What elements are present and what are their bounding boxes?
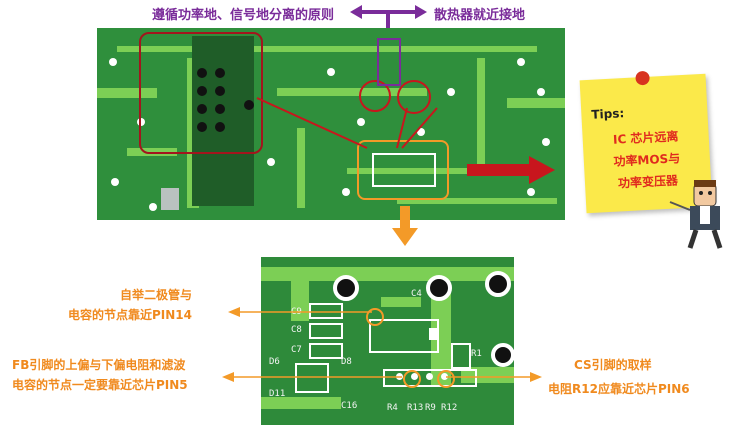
pcb-hole (426, 275, 452, 301)
pcb-hole (244, 100, 254, 110)
pcb-pad (542, 138, 550, 146)
pushpin-icon (635, 70, 650, 86)
ground-node-highlight (397, 80, 431, 114)
ic-highlight (357, 140, 449, 200)
pin14-highlight (366, 308, 384, 326)
note-cs-line1: CS引脚的取样 (574, 358, 652, 372)
pcb-zoom-view: C4 C9 C8 C7 D6 D8 D11 C16 R1 R4 R13 R9 R… (261, 257, 514, 425)
pcb-pad (447, 88, 455, 96)
silk-d6: D6 (269, 357, 280, 367)
component-c8 (309, 323, 343, 339)
component (161, 188, 179, 210)
note-bootstrap-line2: 电容的节点靠近PIN14 (68, 308, 193, 322)
silk-r9: R9 (425, 403, 436, 413)
pcb-hole (215, 68, 225, 78)
ground-node-highlight (359, 80, 391, 112)
pcb-trace (277, 88, 427, 96)
component-d6 (295, 363, 329, 393)
red-arrow-icon (467, 156, 555, 184)
ground-split-highlight (377, 38, 401, 86)
pcb-pad (342, 188, 350, 196)
silk-d8: D8 (341, 357, 352, 367)
pcb-hole (485, 271, 511, 297)
silk-c16: C16 (341, 401, 358, 411)
orange-down-arrow-icon (392, 206, 418, 246)
component-c9 (309, 303, 343, 319)
pcb-trace (261, 267, 514, 281)
pcb-trace (381, 297, 421, 307)
pcb-hole (197, 122, 207, 132)
pcb-pad (417, 128, 425, 136)
heatsink-area (192, 36, 254, 206)
silk-c4: C4 (411, 289, 422, 299)
pcb-pad (426, 373, 433, 380)
silk-d11: D11 (269, 389, 286, 399)
pcb-trace (397, 198, 557, 204)
pcb-trace (291, 281, 309, 321)
resistor-row (383, 369, 477, 387)
note-bootstrap-line1: 自举二极管与 (120, 288, 193, 302)
pcb-top-view (97, 28, 565, 220)
pcb-hole (197, 104, 207, 114)
pcb-pad (396, 373, 403, 380)
pcb-hole (215, 122, 225, 132)
cartoon-character-icon (669, 180, 723, 249)
silk-r12: R12 (441, 403, 458, 413)
tips-line-2: 功率MOS与 (613, 151, 681, 169)
pcb-pad (111, 178, 119, 186)
pcb-pad (137, 118, 145, 126)
pcb-hole (197, 86, 207, 96)
pcb-pad (357, 118, 365, 126)
note-cs-line2: 电阻R12应靠近芯片PIN6 (548, 382, 690, 396)
pcb-trace (261, 397, 341, 409)
pcb-pad (327, 68, 335, 76)
ic-footprint (372, 153, 436, 187)
silk-r4: R4 (387, 403, 398, 413)
pcb-trace (431, 287, 451, 387)
silk-c8: C8 (291, 325, 302, 335)
pcb-pad (109, 58, 117, 66)
pcb-pad (267, 158, 275, 166)
component-c7 (309, 343, 343, 359)
silk-r13: R13 (407, 403, 424, 413)
pcb-trace (97, 88, 157, 98)
pin5-highlight (403, 370, 421, 388)
pcb-pad (149, 203, 157, 211)
note-fb-line1: FB引脚的上偏与下偏电阻和滤波 (12, 358, 186, 372)
caption-ground-separation: 遵循功率地、信号地分离的原则 (152, 8, 335, 23)
pin6-highlight (437, 370, 455, 388)
transformer-highlight (139, 32, 263, 154)
silk-c9: C9 (291, 307, 302, 317)
pcb-pad (537, 88, 545, 96)
pcb-trace (477, 58, 485, 168)
tips-line-1: IC 芯片远离 (612, 129, 679, 147)
pcb-hole (197, 68, 207, 78)
pcb-trace (507, 98, 565, 108)
pcb-hole (215, 86, 225, 96)
pcb-hole (333, 275, 359, 301)
caption-heatsink-ground: 散热器就近接地 (434, 8, 526, 23)
red-pointer-lines (256, 97, 438, 149)
pcb-trace (461, 367, 514, 383)
pcb-pad (517, 58, 525, 66)
silk-c7: C7 (291, 345, 302, 355)
tips-title: Tips: (591, 106, 625, 122)
pcb-hole (215, 104, 225, 114)
ic-pin1-marker (429, 328, 439, 340)
pcb-pad (527, 188, 535, 196)
silk-r1: R1 (471, 349, 482, 359)
component-r1 (451, 343, 471, 369)
note-fb-line2: 电容的节点一定要靠近芯片PIN5 (12, 378, 188, 392)
pcb-trace (297, 128, 305, 208)
pcb-trace (117, 46, 537, 52)
pcb-hole (491, 343, 514, 367)
